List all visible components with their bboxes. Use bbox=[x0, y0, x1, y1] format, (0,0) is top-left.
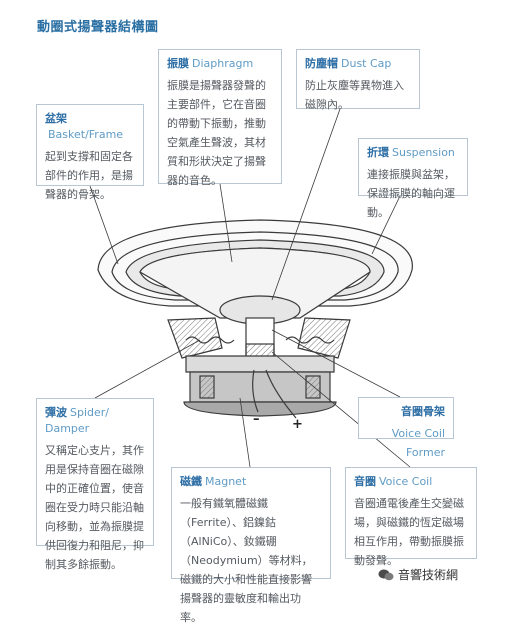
cutaway-right bbox=[297, 317, 351, 359]
leader-magnet bbox=[239, 397, 251, 468]
label-heading: 盆架Basket/Frame bbox=[45, 112, 124, 141]
speaker-illustration bbox=[89, 108, 413, 468]
wechat-icon bbox=[378, 569, 394, 580]
basket-rim-inner bbox=[111, 231, 399, 301]
label-text: 音圈通電後產生交變磁場，與磁鐵的恆定磁場相互作用，帶動振膜振動發聲。 bbox=[354, 497, 464, 567]
leader-vcoil bbox=[271, 351, 411, 468]
label-text: 一般有鐵氧體磁鐵（Ferrite）、鋁鎳鈷（AlNiCo）、釹鐵硼（Neodym… bbox=[180, 497, 313, 624]
label-text: 振膜是揚聲器發聲的主要部件，它在音圈的帶動下振動，推動空氣產生聲波，其材質和形狀… bbox=[167, 79, 266, 187]
label-basket-frame: 盆架Basket/Frame 起到支撐和固定各部件的作用，是揚聲器的骨架。 bbox=[36, 104, 144, 201]
label-text: 又稱定心支片，其作用是保持音圈在磁隙中的正確位置，使音圈在受力時只能沿軸向移動，… bbox=[45, 444, 144, 571]
lead-wire-plus bbox=[265, 369, 297, 419]
leader-suspension bbox=[371, 195, 401, 255]
page-title: 動圈式揚聲器結構圖 bbox=[37, 20, 159, 35]
watermark-text: 音響技術網 bbox=[398, 568, 459, 582]
leader-spider bbox=[94, 339, 201, 399]
watermark: 音響技術網 bbox=[378, 566, 458, 583]
cone bbox=[139, 247, 371, 319]
label-text: Voice Coil Former bbox=[391, 427, 445, 459]
label-text: 起到支撐和固定各部件的作用，是揚聲器的骨架。 bbox=[45, 150, 133, 201]
label-text: 防止灰塵等異物進入磁隙內。 bbox=[305, 79, 404, 111]
leader-dustcap bbox=[271, 108, 341, 301]
label-voice-coil-former: 音圈骨架 Voice Coil Former bbox=[358, 397, 454, 459]
polarity-plus: + bbox=[292, 417, 303, 432]
label-heading: 音圈骨架 bbox=[401, 405, 445, 418]
leader-vcformer bbox=[271, 329, 401, 398]
magnet-top-plate bbox=[185, 355, 335, 373]
spider-wave bbox=[185, 336, 235, 344]
lead-wire-minus bbox=[252, 369, 259, 413]
polarity-minus: – bbox=[253, 412, 260, 427]
magnet-back-plate bbox=[183, 401, 337, 417]
leader-basket bbox=[89, 185, 119, 265]
label-text: 連接振膜與盆架，保證振膜的軸向運動。 bbox=[367, 168, 455, 219]
leader-diaphragm bbox=[219, 183, 233, 263]
